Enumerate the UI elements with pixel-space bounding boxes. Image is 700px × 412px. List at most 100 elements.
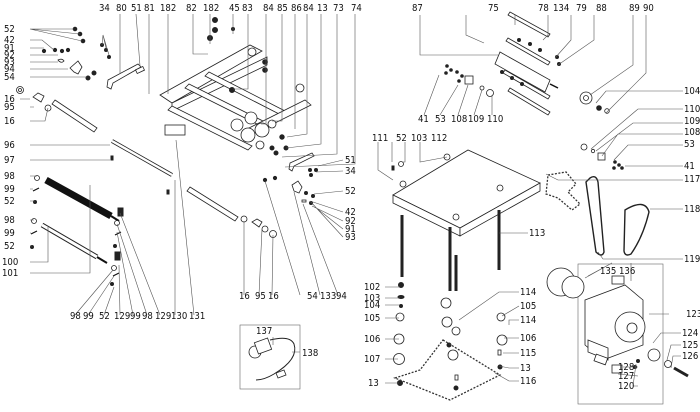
callout-part-94[interactable]: 94 xyxy=(4,64,15,75)
callout-part-16[interactable]: 16 xyxy=(268,291,279,302)
callout-part-98[interactable]: 98 xyxy=(70,311,81,322)
callout-part-105[interactable]: 105 xyxy=(364,313,380,324)
callout-part-16[interactable]: 16 xyxy=(4,94,15,105)
callout-part-104[interactable]: 104 xyxy=(364,300,380,311)
callout-part-125[interactable]: 125 xyxy=(682,340,698,351)
callout-part-86[interactable]: 86 xyxy=(291,3,302,14)
callout-part-52[interactable]: 52 xyxy=(4,24,15,35)
callout-part-87[interactable]: 87 xyxy=(412,3,423,14)
callout-part-16[interactable]: 16 xyxy=(4,116,15,127)
callout-part-52[interactable]: 52 xyxy=(345,186,356,197)
callout-part-114[interactable]: 114 xyxy=(520,287,536,298)
callout-part-41[interactable]: 41 xyxy=(418,114,429,125)
callout-part-99[interactable]: 99 xyxy=(4,228,15,239)
callout-part-134[interactable]: 134 xyxy=(553,3,569,14)
callout-part-126[interactable]: 126 xyxy=(682,351,698,362)
callout-part-53[interactable]: 53 xyxy=(684,139,695,150)
callout-part-129[interactable]: 129 xyxy=(114,311,130,322)
callout-part-97[interactable]: 97 xyxy=(4,155,15,166)
callout-part-91[interactable]: 91 xyxy=(4,43,15,54)
callout-part-80[interactable]: 80 xyxy=(116,3,127,14)
callout-part-102[interactable]: 102 xyxy=(364,282,380,293)
callout-part-95[interactable]: 95 xyxy=(255,291,266,302)
callout-part-42[interactable]: 42 xyxy=(345,207,356,218)
callout-part-94[interactable]: 94 xyxy=(336,291,347,302)
callout-part-118[interactable]: 118 xyxy=(684,204,700,215)
callout-part-113[interactable]: 113 xyxy=(529,228,545,239)
callout-part-99[interactable]: 99 xyxy=(4,184,15,195)
callout-part-53[interactable]: 53 xyxy=(435,114,446,125)
callout-part-34[interactable]: 34 xyxy=(99,3,110,14)
callout-part-108[interactable]: 108 xyxy=(684,127,700,138)
callout-part-45[interactable]: 45 xyxy=(229,3,240,14)
callout-part-13[interactable]: 13 xyxy=(317,3,328,14)
callout-part-75[interactable]: 75 xyxy=(488,3,499,14)
callout-part-101[interactable]: 101 xyxy=(2,268,18,279)
callout-part-182[interactable]: 182 xyxy=(160,3,176,14)
callout-part-51[interactable]: 51 xyxy=(131,3,142,14)
callout-part-98[interactable]: 98 xyxy=(4,215,15,226)
callout-part-81[interactable]: 81 xyxy=(144,3,155,14)
callout-part-105[interactable]: 105 xyxy=(520,301,536,312)
callout-part-137[interactable]: 137 xyxy=(256,326,272,337)
callout-part-110[interactable]: 110 xyxy=(684,104,700,115)
callout-part-103[interactable]: 103 xyxy=(364,293,380,304)
callout-part-54[interactable]: 54 xyxy=(307,291,318,302)
callout-part-88[interactable]: 88 xyxy=(596,3,607,14)
callout-part-135[interactable]: 135 xyxy=(600,266,616,277)
callout-part-111[interactable]: 111 xyxy=(372,133,388,144)
callout-part-93[interactable]: 93 xyxy=(4,57,15,68)
callout-part-78[interactable]: 78 xyxy=(538,3,549,14)
callout-part-115[interactable]: 115 xyxy=(520,348,536,359)
callout-part-133[interactable]: 133 xyxy=(320,291,336,302)
callout-part-92[interactable]: 92 xyxy=(4,50,15,61)
callout-part-42[interactable]: 42 xyxy=(4,35,15,46)
callout-part-52[interactable]: 52 xyxy=(4,196,15,207)
callout-part-52[interactable]: 52 xyxy=(396,133,407,144)
callout-part-109[interactable]: 109 xyxy=(468,114,484,125)
callout-part-108[interactable]: 108 xyxy=(451,114,467,125)
callout-part-52[interactable]: 52 xyxy=(4,241,15,252)
callout-part-16[interactable]: 16 xyxy=(239,291,250,302)
callout-part-99[interactable]: 99 xyxy=(83,311,94,322)
callout-part-41[interactable]: 41 xyxy=(684,161,695,172)
callout-part-74[interactable]: 74 xyxy=(351,3,362,14)
callout-part-92[interactable]: 92 xyxy=(345,216,356,227)
callout-part-124[interactable]: 124 xyxy=(682,328,698,339)
callout-part-54[interactable]: 54 xyxy=(4,72,15,83)
callout-part-109[interactable]: 109 xyxy=(684,116,700,127)
callout-part-130[interactable]: 130 xyxy=(171,311,187,322)
callout-part-182[interactable]: 182 xyxy=(203,3,219,14)
callout-part-95[interactable]: 95 xyxy=(4,102,15,113)
callout-part-98[interactable]: 98 xyxy=(4,171,15,182)
callout-part-83[interactable]: 83 xyxy=(242,3,253,14)
callout-part-84[interactable]: 84 xyxy=(303,3,314,14)
callout-part-84[interactable]: 84 xyxy=(263,3,274,14)
callout-part-98[interactable]: 98 xyxy=(142,311,153,322)
callout-part-103[interactable]: 103 xyxy=(411,133,427,144)
callout-part-116[interactable]: 116 xyxy=(520,376,536,387)
callout-part-99[interactable]: 99 xyxy=(130,311,141,322)
callout-part-13[interactable]: 13 xyxy=(368,378,379,389)
callout-part-13[interactable]: 13 xyxy=(520,363,531,374)
callout-part-128[interactable]: 128 xyxy=(618,362,634,373)
callout-part-104[interactable]: 104 xyxy=(684,86,700,97)
callout-part-131[interactable]: 131 xyxy=(189,311,205,322)
callout-part-129[interactable]: 129 xyxy=(155,311,171,322)
callout-part-114[interactable]: 114 xyxy=(520,315,536,326)
callout-part-106[interactable]: 106 xyxy=(520,333,536,344)
callout-part-34[interactable]: 34 xyxy=(345,166,356,177)
callout-part-93[interactable]: 93 xyxy=(345,232,356,243)
callout-part-52[interactable]: 52 xyxy=(99,311,110,322)
callout-part-117[interactable]: 117 xyxy=(684,174,700,185)
callout-part-82[interactable]: 82 xyxy=(186,3,197,14)
callout-part-100[interactable]: 100 xyxy=(2,257,18,268)
callout-part-106[interactable]: 106 xyxy=(364,334,380,345)
callout-part-90[interactable]: 90 xyxy=(643,3,654,14)
callout-part-110[interactable]: 110 xyxy=(487,114,503,125)
callout-part-120[interactable]: 120 xyxy=(618,381,634,392)
callout-part-73[interactable]: 73 xyxy=(333,3,344,14)
callout-part-79[interactable]: 79 xyxy=(576,3,587,14)
callout-part-91[interactable]: 91 xyxy=(345,224,356,235)
callout-part-123[interactable]: 123 xyxy=(686,309,700,320)
